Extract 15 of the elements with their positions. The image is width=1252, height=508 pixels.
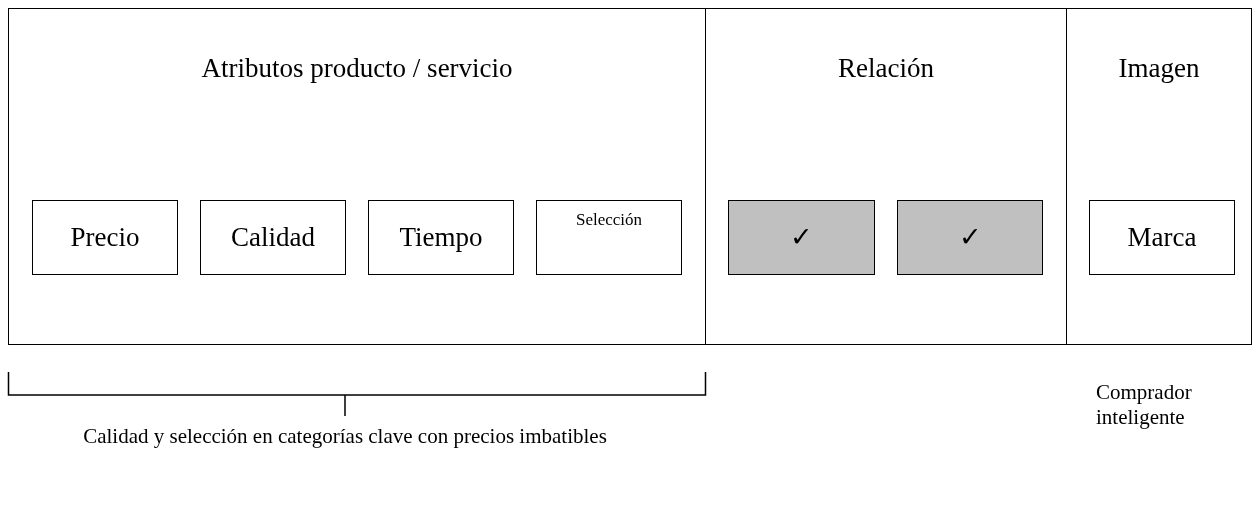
panel-heading: Relación <box>837 53 935 84</box>
attribute-box: ✓ <box>897 200 1043 275</box>
category-panel <box>705 8 1067 345</box>
category-panel <box>8 8 706 345</box>
attribute-box: ✓ <box>728 200 875 275</box>
note-text: Calidad y selección en categorías clave con precios imbatibles <box>82 424 608 450</box>
attribute-box: Selección <box>536 200 682 275</box>
attribute-box: Tiempo <box>368 200 514 275</box>
panel-heading: Atributos producto / servicio <box>200 53 514 84</box>
panel-heading: Imagen <box>1117 53 1201 84</box>
attribute-box: Precio <box>32 200 178 275</box>
category-panel <box>1066 8 1252 345</box>
attribute-box: Marca <box>1089 200 1235 275</box>
note-text: Comprador inteligente <box>1096 380 1193 431</box>
attribute-box: Calidad <box>200 200 346 275</box>
